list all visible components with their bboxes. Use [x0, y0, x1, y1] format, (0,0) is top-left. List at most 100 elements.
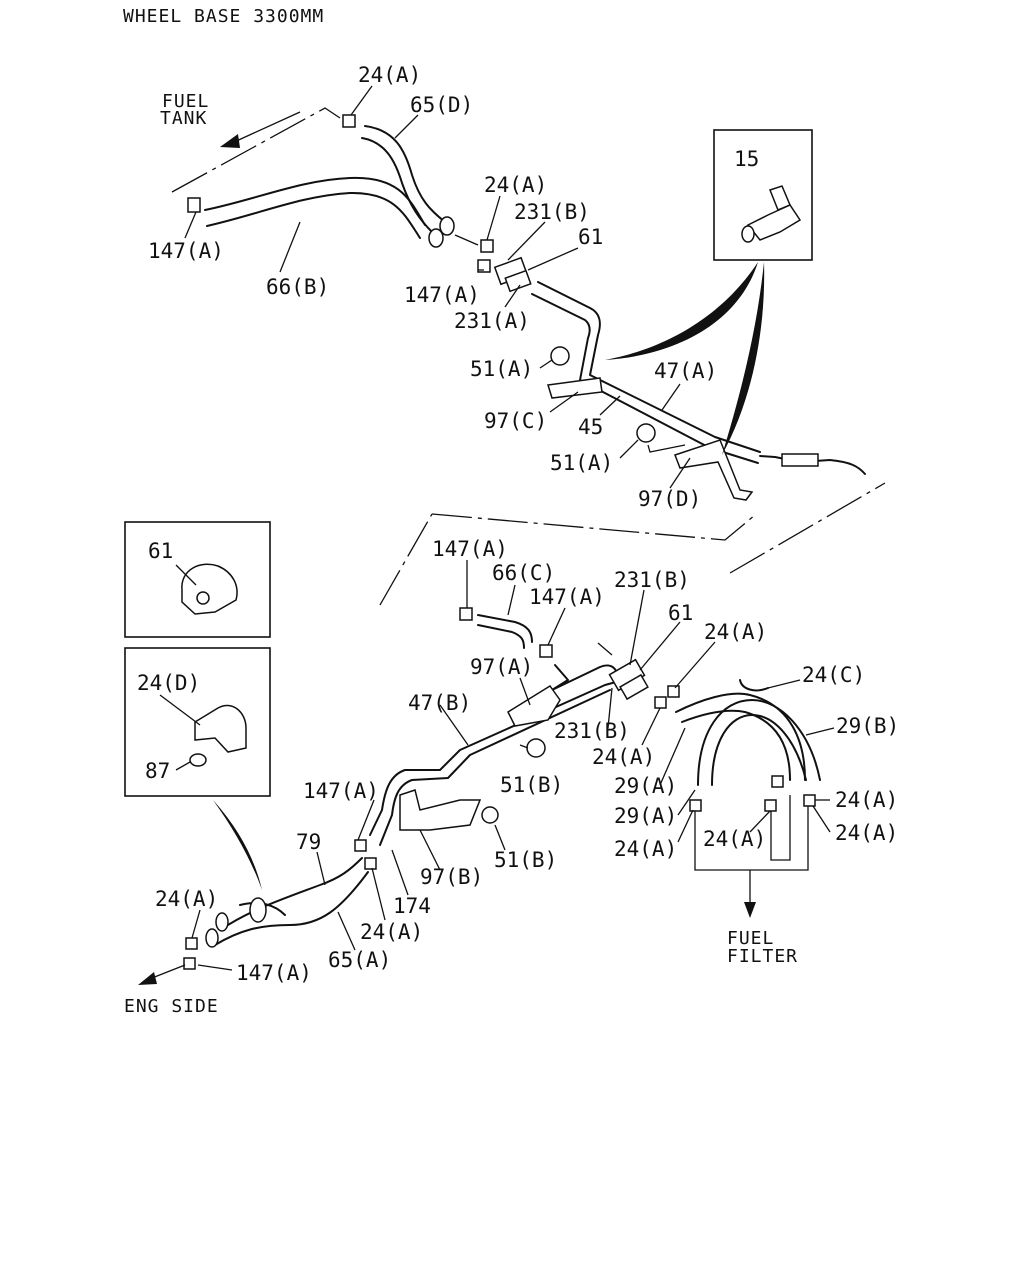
pointer-to-inset-15-a — [605, 262, 758, 360]
label-87: 87 — [145, 759, 170, 783]
label-147a-5: 147(A) — [303, 779, 379, 803]
pointer-to-inset-24d — [213, 800, 262, 890]
hose-end-engine-1 — [205, 928, 219, 948]
hose-66b-lower — [206, 191, 421, 239]
label-97d: 97(D) — [638, 487, 701, 511]
fuel-tank-label-1: FUEL — [162, 91, 209, 112]
nut-51b-upper — [526, 738, 546, 758]
hose-65d-lower — [361, 137, 433, 233]
hose-29a-upper — [675, 692, 806, 781]
clip-part-61 — [181, 563, 238, 615]
hose-65a-lower — [214, 871, 369, 946]
boundary-line-mid-right — [729, 482, 886, 574]
label-231b-3: 231(B) — [554, 719, 630, 743]
washer-87 — [189, 753, 207, 767]
hose-sleeve-right — [781, 453, 819, 467]
label-29b: 29(B) — [836, 714, 899, 738]
clip-147a-mid — [477, 259, 491, 273]
label-24a-9: 24(A) — [155, 887, 218, 911]
hose-66c-lower — [477, 624, 525, 649]
clip-part-15-nozzle — [741, 225, 755, 243]
hose-66c-upper — [477, 614, 533, 643]
label-61-inset: 61 — [148, 539, 173, 563]
label-97c: 97(C) — [484, 409, 547, 433]
clip-part-15-body — [746, 204, 802, 241]
label-231b-1: 231(B) — [514, 200, 590, 224]
nut-51b-lower — [481, 806, 499, 824]
label-51b-2: 51(B) — [494, 848, 557, 872]
boundary-line-mid — [431, 513, 756, 541]
fuel-tank-arrow-head — [220, 134, 240, 148]
label-47b: 47(B) — [408, 691, 471, 715]
label-24a-4: 24(A) — [592, 745, 655, 769]
pointer-to-inset-15-b — [722, 262, 765, 455]
clamp-part-24d — [194, 704, 247, 753]
hose-79-arc — [239, 902, 286, 916]
clip-24a-filter-2 — [764, 799, 777, 812]
label-29a-1: 29(A) — [614, 774, 677, 798]
clip-part-61-hole — [196, 591, 210, 605]
hose-end-2 — [439, 216, 455, 236]
label-24a-1: 24(A) — [358, 63, 421, 87]
connector-231a-top — [504, 269, 532, 293]
label-147a-3: 147(A) — [432, 537, 508, 561]
label-24d: 24(D) — [137, 671, 200, 695]
label-65d: 65(D) — [410, 93, 473, 117]
label-51a-2: 51(A) — [550, 451, 613, 475]
fuel-tank-label-2: TANK — [160, 108, 207, 129]
clip-24a-mid — [480, 239, 494, 253]
filter-bracket-line-2 — [770, 795, 791, 861]
label-24a-8: 24(A) — [614, 837, 677, 861]
clip-147a-lower-3 — [354, 839, 367, 852]
hose-29a-lower — [681, 709, 791, 781]
pipe-47a-upper — [537, 281, 761, 453]
label-97b: 97(B) — [420, 865, 483, 889]
clamp-engine-side — [249, 897, 267, 923]
label-61-2: 61 — [668, 601, 693, 625]
label-174: 174 — [393, 894, 431, 918]
pipe-47b-lower — [379, 689, 611, 846]
label-24a-10: 24(A) — [360, 920, 423, 944]
fuel-filter-arrow-head — [744, 902, 756, 918]
label-24a-3: 24(A) — [704, 620, 767, 644]
label-147a-1: 147(A) — [148, 239, 224, 263]
label-47a: 47(A) — [654, 359, 717, 383]
clip-24a-lower-5 — [364, 857, 377, 870]
fuel-filter-label-2: FILTER — [727, 946, 798, 967]
label-79: 79 — [296, 830, 321, 854]
nut-51a-top — [550, 346, 570, 366]
clip-part-15-tab — [769, 185, 791, 211]
hose-65d-upper — [364, 125, 446, 223]
label-147a-4: 147(A) — [529, 585, 605, 609]
clip-24a-lower-4 — [654, 696, 667, 709]
label-24a-2: 24(A) — [484, 173, 547, 197]
clip-24a-lower-3 — [667, 685, 680, 698]
boundary-line-mid-left — [379, 513, 433, 606]
eng-side-arrow-head — [138, 972, 157, 985]
label-97a: 97(A) — [470, 655, 533, 679]
hose-29b-inner — [711, 714, 807, 786]
bracket-97c — [547, 377, 603, 399]
label-66b: 66(B) — [266, 275, 329, 299]
pipe-47b-upper — [369, 664, 618, 836]
label-24a-6: 24(A) — [703, 827, 766, 851]
label-66c: 66(C) — [492, 561, 555, 585]
hose-end-engine-2 — [215, 912, 229, 932]
label-51b-1: 51(B) — [500, 773, 563, 797]
boundary-line-top — [171, 107, 341, 193]
clip-147a-lower-1 — [459, 607, 473, 621]
leader-dash-231b — [597, 642, 613, 656]
clip-24a-engine — [185, 937, 198, 950]
connector-231b-lower-2 — [619, 673, 649, 701]
label-45: 45 — [578, 415, 603, 439]
clip-24a-filter-1 — [689, 799, 702, 812]
inset-box-61 — [124, 521, 271, 638]
bracket-97d — [674, 439, 754, 501]
label-24a-5: 24(A) — [835, 788, 898, 812]
clip-147a-lower-2 — [539, 644, 553, 658]
nut-51a-mid — [636, 423, 656, 443]
clip-24a-filter-3 — [771, 775, 784, 788]
leader-hose-clip — [454, 234, 479, 246]
clip-147a-engine — [183, 957, 196, 970]
leader-lines — [159, 85, 835, 971]
